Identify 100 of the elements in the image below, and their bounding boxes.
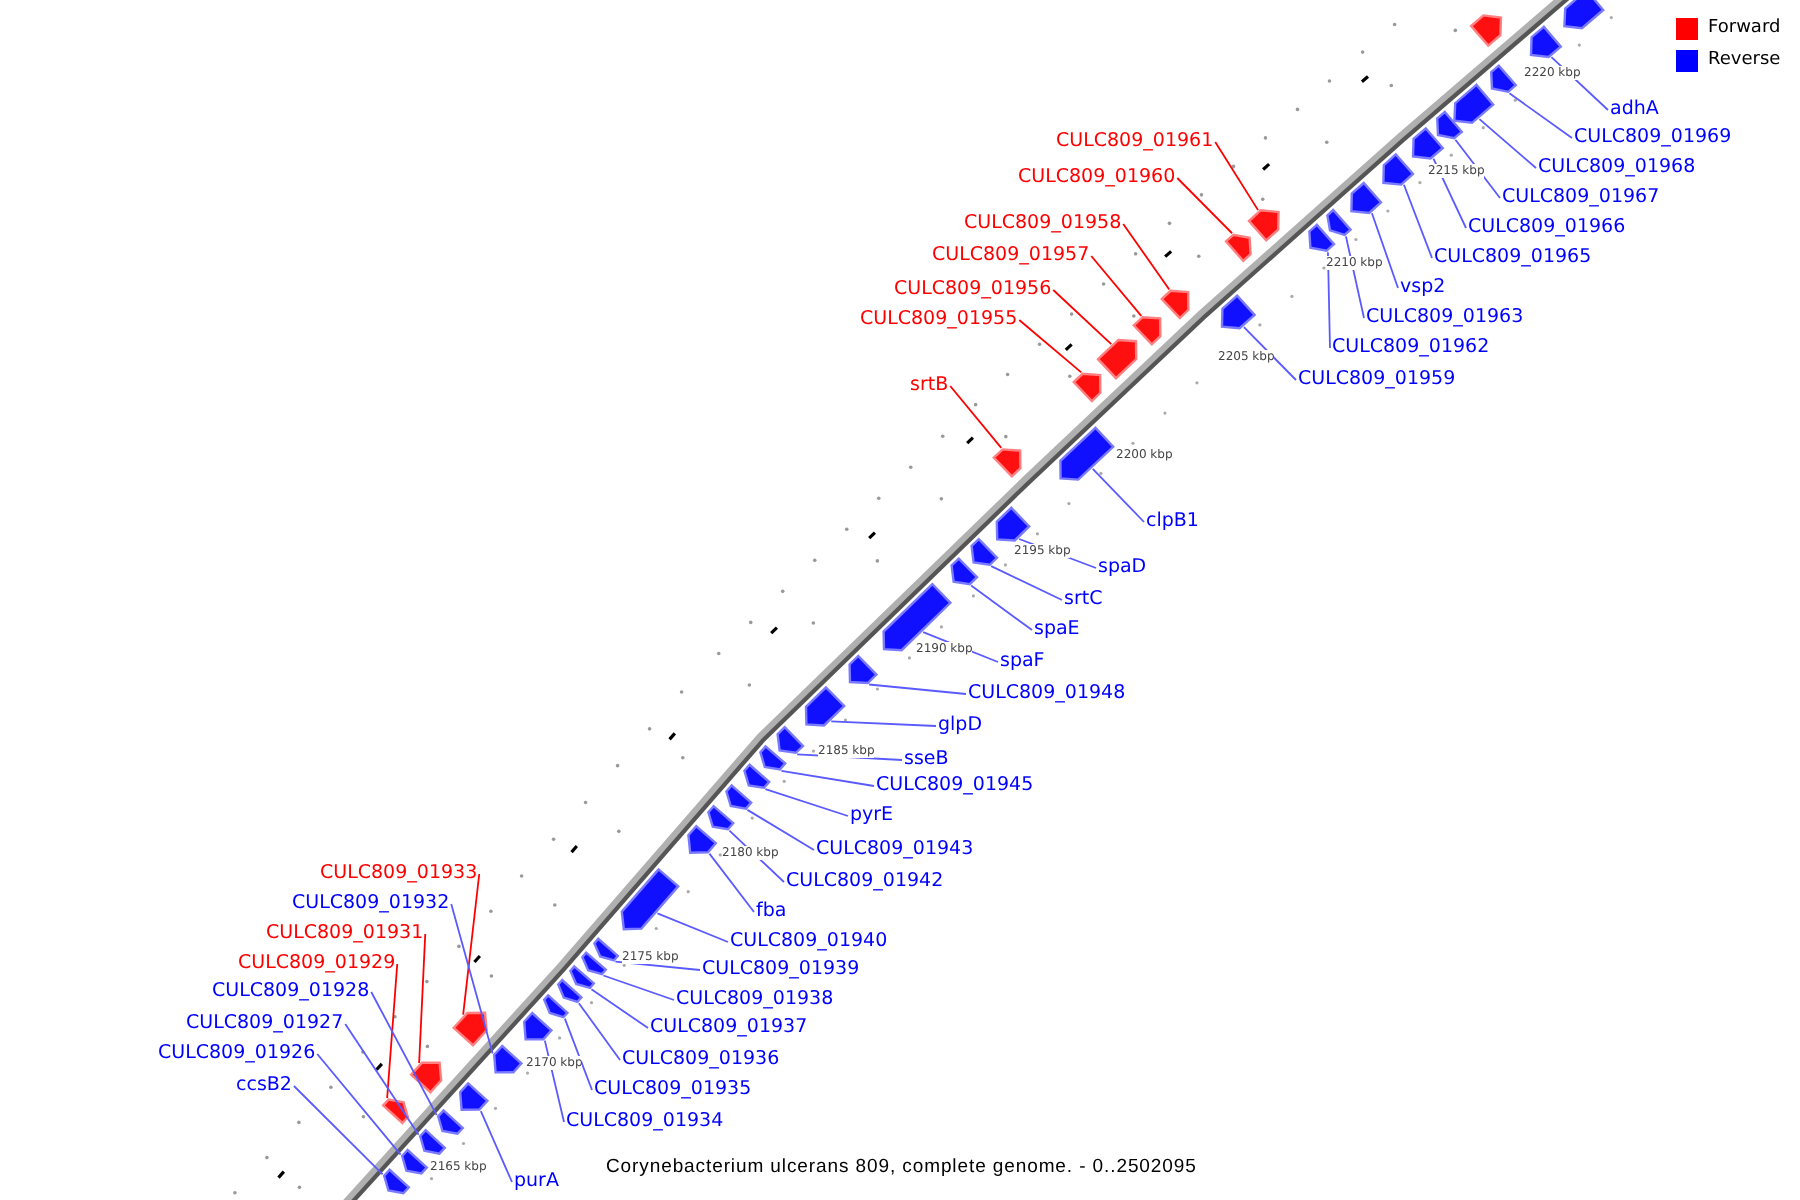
leader-line: [344, 1023, 420, 1136]
gene-block: [1247, 208, 1280, 243]
gene-block: [492, 1044, 524, 1074]
gene-label: srtB: [910, 374, 949, 398]
gene-block: [1382, 152, 1415, 186]
gene-block: [950, 556, 979, 586]
gene-label: purA: [514, 1170, 559, 1194]
leader-line: [1052, 289, 1113, 345]
gene-block: [804, 685, 846, 727]
gene-label: pyrE: [850, 804, 894, 828]
gene-block: [687, 824, 718, 855]
gene-label: spaE: [1034, 618, 1080, 642]
gene-block: [1072, 372, 1102, 403]
gene-label: CULC809_01967: [1502, 186, 1660, 210]
leader-line: [293, 1085, 384, 1176]
leader-line: [370, 991, 438, 1116]
gene-block: [382, 1168, 411, 1195]
leader-line: [708, 852, 755, 913]
gene-label: CULC809_01934: [566, 1110, 724, 1134]
gene-block: [725, 783, 753, 810]
gene-block: [1350, 181, 1383, 215]
gene-label: glpD: [938, 714, 983, 738]
gene-label: CULC809_01957: [932, 244, 1090, 268]
gene-label: CULC809_01938: [676, 988, 834, 1012]
leader-line: [1371, 212, 1399, 289]
gene-block: [707, 804, 735, 831]
leader-line: [479, 1110, 513, 1183]
gene-block: [1160, 289, 1190, 320]
leader-line: [764, 788, 849, 817]
gene-label: fba: [756, 900, 787, 924]
gene-block: [992, 448, 1022, 479]
gene-label: CULC809_01969: [1574, 126, 1732, 150]
gene-label: CULC809_01960: [1018, 166, 1176, 190]
gene-label: adhA: [1610, 98, 1659, 122]
gene-block: [381, 1098, 410, 1125]
gene-block: [569, 964, 596, 990]
gene-block: [970, 537, 999, 567]
gene-block: [556, 978, 584, 1004]
gene-label: CULC809_01929: [238, 952, 396, 976]
leader-line: [970, 584, 1033, 631]
gene-block: [1132, 315, 1162, 347]
gene-block: [1529, 25, 1563, 59]
gene-block: [1224, 233, 1252, 263]
leader-line: [1018, 319, 1083, 374]
gene-block: [1563, 0, 1605, 30]
leader-line: [1403, 183, 1433, 259]
leader-line: [656, 912, 729, 943]
leader-line: [780, 769, 875, 787]
gene-label: spaF: [1000, 650, 1045, 674]
leader-line: [590, 988, 649, 1029]
gene-label: CULC809_01961: [1056, 130, 1214, 154]
leader-line: [386, 963, 399, 1100]
gene-label: CULC809_01937: [650, 1016, 808, 1040]
leader-line: [1122, 223, 1171, 291]
leader-line: [990, 565, 1063, 601]
gene-label: CULC809_01936: [622, 1048, 780, 1072]
gene-label: CULC809_01962: [1332, 336, 1490, 360]
gene-label: CULC809_01927: [186, 1012, 344, 1036]
gene-label: sseB: [904, 748, 949, 772]
gene-block: [759, 744, 787, 771]
gene-label: CULC809_01932: [292, 892, 450, 916]
gene-label: CULC809_01959: [1298, 368, 1456, 392]
gene-block: [776, 725, 805, 755]
leader-line: [418, 933, 427, 1064]
leader-line: [949, 385, 1003, 449]
gene-label: srtC: [1064, 588, 1103, 612]
legend-label: Forward: [1708, 16, 1781, 40]
gene-block: [400, 1148, 429, 1175]
gene-block: [1435, 110, 1464, 140]
leader-line: [462, 873, 481, 1016]
leader-line: [746, 809, 815, 851]
gene-block: [458, 1081, 490, 1111]
gene-label: CULC809_01956: [894, 278, 1052, 302]
gene-label: spaD: [1098, 556, 1147, 580]
gene-label: CULC809_01928: [212, 980, 370, 1004]
legend-label: Reverse: [1708, 48, 1781, 72]
gene-block: [522, 1011, 554, 1041]
leader-line: [1345, 235, 1365, 319]
gene-label: CULC809_01965: [1434, 246, 1592, 270]
gene-block: [882, 582, 953, 652]
gene-label: CULC809_01955: [860, 308, 1018, 332]
gene-label: CULC809_01926: [158, 1042, 316, 1066]
gene-label: CULC809_01942: [786, 870, 944, 894]
gene-block: [1469, 14, 1503, 48]
gene-block: [1453, 83, 1495, 125]
gene-label: CULC809_01933: [320, 862, 478, 886]
gene-label: CULC809_01966: [1468, 216, 1626, 240]
leader-line: [1091, 467, 1145, 523]
leader-line: [1478, 118, 1537, 169]
gene-block: [1096, 338, 1138, 380]
gene-block: [743, 763, 771, 790]
gene-block: [1308, 223, 1336, 253]
gene-label: ccsB2: [236, 1074, 292, 1098]
gene-block: [848, 654, 879, 685]
gene-block: [1059, 426, 1115, 481]
gene-label: CULC809_01958: [964, 212, 1122, 236]
gene-label: clpB1: [1146, 510, 1199, 534]
gene-block: [593, 937, 620, 962]
caption: Corynebacterium ulcerans 809, complete genome. - 0..2502095: [606, 1156, 1197, 1180]
gene-label: CULC809_01931: [266, 922, 424, 946]
